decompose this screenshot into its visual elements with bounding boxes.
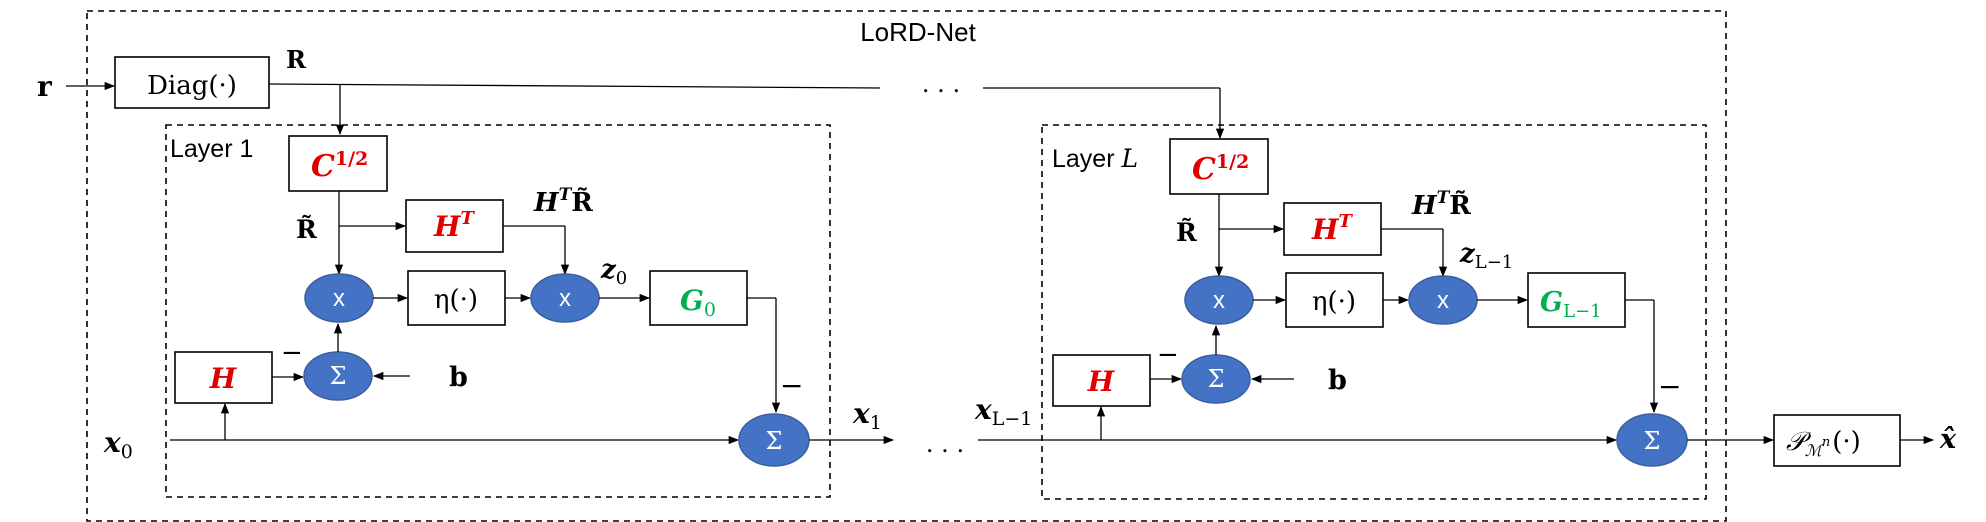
layer1-b-label: b — [449, 362, 468, 393]
diag-block-label: Diag(·) — [147, 71, 237, 101]
layer1-multiply-node-1-symbol: x — [333, 285, 345, 312]
layer1-x-in-label: x0 — [103, 426, 133, 463]
input-r-label: r — [37, 70, 53, 103]
layer1-g-label: G0 — [680, 284, 716, 321]
layer1-r-tilde-label: R̃ — [296, 215, 317, 244]
layerL-eta-block — [1285, 272, 1384, 328]
layerL-x-in-label: xL−1 — [974, 393, 1032, 430]
layer1-eta-label: η(·) — [434, 285, 478, 315]
layer1-z-label: z0 — [600, 255, 627, 289]
layerL-h-block — [1052, 354, 1151, 407]
layer1-h-label: H — [209, 362, 238, 395]
layerL-c-half-block — [1169, 138, 1269, 195]
middle-ellipsis: . . . — [926, 430, 964, 458]
layer1-minus-g: − — [780, 369, 803, 402]
layerL-htr-label: HTR̃ — [1411, 188, 1471, 221]
diagram-title: LoRD-Net — [860, 17, 976, 47]
outer-frame — [86, 10, 1727, 522]
layerL-ht-label: HT — [1311, 211, 1353, 246]
layer1-x-out-label: x1 — [852, 397, 882, 434]
layer1-htr-label: HTR̃ — [533, 185, 593, 218]
layer1-ht-label: HT — [433, 208, 475, 243]
layerL-z-label: zL−1 — [1459, 239, 1513, 273]
layer1-sum-node-small-symbol: Σ — [330, 362, 347, 390]
layerL-minus-g: − — [1658, 370, 1681, 403]
layerL-minus-h: − — [1157, 340, 1179, 370]
layerL-g-label: GL−1 — [1540, 287, 1602, 322]
layer1-ht-block — [405, 199, 504, 253]
layerL-b-label: b — [1328, 365, 1347, 396]
layer1-frame — [165, 124, 831, 498]
layerL-r-tilde-label: R̃ — [1176, 218, 1197, 247]
layerL-sum-node-big-symbol: Σ — [1644, 427, 1661, 455]
diag-block — [114, 56, 270, 109]
R-label: R — [286, 45, 307, 74]
layerL-multiply-node-2-symbol: x — [1437, 287, 1449, 314]
layer1-sum-node-big-symbol: Σ — [766, 427, 783, 455]
layerL-c-half-label: C1/2 — [1192, 151, 1249, 187]
top-ellipsis: . . . — [922, 70, 960, 98]
layerL-h-label: H — [1087, 365, 1116, 398]
layer1-eta-block — [407, 270, 506, 326]
layerL-multiply-node-1-symbol: x — [1213, 287, 1225, 314]
layer1-minus-h: − — [281, 338, 303, 368]
layerL-eta-label: η(·) — [1312, 287, 1356, 317]
layer1-c-half-block — [288, 135, 388, 192]
layerL-frame — [1041, 124, 1707, 500]
layer1-c-half-label: C1/2 — [311, 148, 368, 184]
layer1-multiply-node-2-symbol: x — [559, 285, 571, 312]
layerL-sum-node-small-symbol: Σ — [1208, 365, 1225, 393]
output-x-hat-label: x̂ — [1939, 424, 1957, 455]
layer1-title: Layer 1 — [170, 135, 253, 163]
